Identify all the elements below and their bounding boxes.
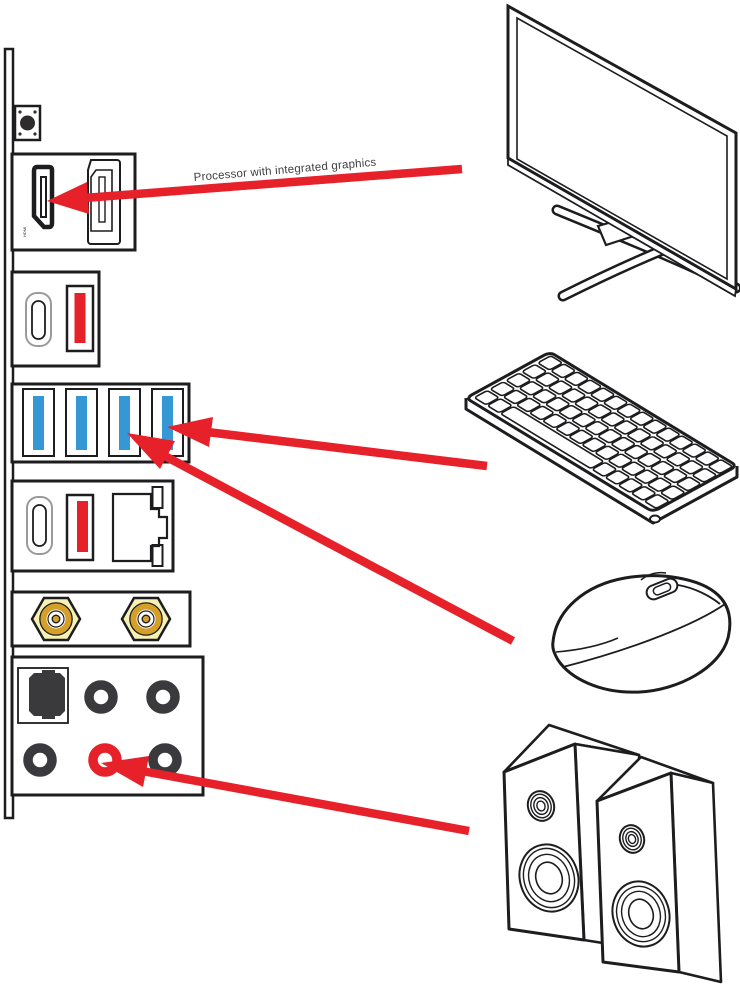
arrow-mouse-to-usb bbox=[127, 433, 515, 645]
audio-jack-line-out-red bbox=[88, 743, 122, 777]
usb-lan-block bbox=[10, 479, 175, 573]
speaker-right bbox=[595, 755, 723, 984]
bios-button-icon bbox=[20, 115, 35, 131]
speaker-woofer bbox=[518, 843, 580, 913]
speaker-tweeter bbox=[618, 824, 646, 854]
usb3-port-3 bbox=[108, 388, 141, 457]
mouse-body bbox=[551, 574, 732, 694]
arrowhead-icon bbox=[127, 433, 175, 469]
usb-a-red-port-icon bbox=[65, 284, 95, 353]
hdmi-port-label: HDMI bbox=[22, 227, 27, 237]
speaker-woofer bbox=[611, 880, 671, 948]
arrowhead-icon bbox=[47, 182, 89, 214]
speakers-illustration bbox=[502, 723, 723, 984]
usb3-tongue-1 bbox=[33, 396, 44, 450]
audio-jack-dark-1 bbox=[84, 680, 118, 714]
usb3-tongue-4 bbox=[162, 396, 173, 450]
usb-c-port-icon bbox=[26, 496, 53, 555]
optical-spdif-frame bbox=[17, 667, 69, 724]
flash-bios-button bbox=[13, 104, 42, 142]
usb-a-red-tongue bbox=[74, 293, 86, 343]
keyboard-illustration bbox=[464, 352, 739, 525]
mouse-illustration bbox=[551, 571, 732, 694]
usb-block-upper bbox=[10, 270, 101, 368]
optical-spdif-icon bbox=[29, 670, 65, 719]
usb-c-port-icon bbox=[25, 292, 52, 347]
audio-jack-dark-2 bbox=[146, 680, 180, 714]
usb-a-red-tongue bbox=[77, 501, 88, 552]
usb3-tongue-3 bbox=[119, 396, 130, 450]
usb-a-red-port-icon bbox=[65, 493, 95, 562]
lan-led-bottom bbox=[151, 544, 164, 567]
audio-block bbox=[10, 655, 205, 797]
usb3-block bbox=[10, 382, 191, 464]
displayport-icon bbox=[87, 159, 121, 245]
arrowhead-icon bbox=[101, 756, 149, 787]
sma-antenna-connector-1 bbox=[30, 596, 82, 642]
keyboard-foot bbox=[649, 514, 661, 524]
monitor-screen-inner bbox=[516, 16, 728, 281]
arrowhead-icon bbox=[167, 417, 213, 447]
audio-jack-dark-3 bbox=[23, 743, 57, 777]
arrow-monitor-to-hdmi bbox=[47, 164, 463, 214]
arrow-keyboard-to-usb bbox=[167, 417, 488, 471]
arrow-speakers-to-lineout bbox=[101, 756, 470, 836]
wifi-antenna-block bbox=[10, 590, 192, 648]
usb3-tongue-2 bbox=[76, 396, 87, 450]
monitor-screen-outer bbox=[506, 3, 738, 292]
display-outputs-block: HDMI bbox=[10, 152, 137, 252]
monitor-illustration bbox=[506, 3, 740, 302]
speaker-tweeter bbox=[526, 790, 556, 822]
sma-antenna-connector-2 bbox=[120, 596, 172, 642]
keyboard-keys bbox=[474, 356, 732, 509]
connection-arrows bbox=[47, 164, 515, 836]
usb3-port-2 bbox=[65, 388, 98, 457]
hdmi-port-icon bbox=[31, 164, 55, 230]
usb3-port-1 bbox=[22, 388, 55, 457]
keyboard-top bbox=[466, 352, 737, 512]
lan-led-top bbox=[151, 486, 164, 509]
